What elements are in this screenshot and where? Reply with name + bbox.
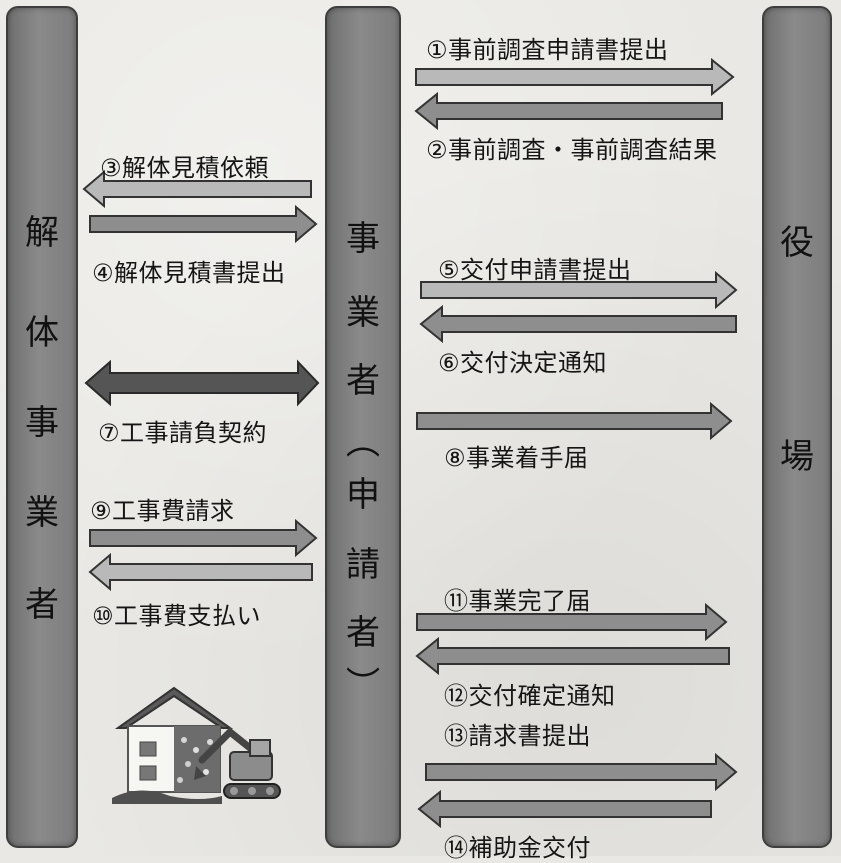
pillar-left-char-4: 業 — [25, 493, 59, 533]
pillar-mid-char-4: ︵ — [346, 423, 380, 463]
arrow-step-6 — [419, 304, 737, 344]
label-step-14: ⑭補助金交付 — [444, 834, 591, 862]
pillar-left-char-1: 解 — [25, 213, 59, 253]
pillar-left-char-5: 者 — [25, 585, 59, 625]
arrow-step-9 — [89, 518, 318, 558]
pillar-mid-char-8: ︶ — [346, 665, 380, 705]
label-step-3: ③解体見積依頼 — [100, 154, 270, 182]
pillar-left-char-3: 事 — [25, 403, 59, 443]
label-step-5: ⑤交付申請書提出 — [438, 256, 632, 284]
pillar-mid-char-5: 申 — [346, 475, 380, 515]
label-step-1: ①事前調査申請書提出 — [426, 36, 669, 64]
pillar-mid-char-6: 請 — [346, 545, 380, 585]
arrow-step-5 — [420, 270, 738, 310]
pillar-left-char-2: 体 — [25, 313, 59, 353]
house-demolition-icon — [112, 686, 281, 804]
label-step-11: ⑪事業完了届 — [444, 587, 591, 615]
label-step-8: ⑧事業着手届 — [444, 444, 589, 472]
label-step-10: ⑩工事費支払い — [92, 602, 262, 630]
arrow-step-2 — [414, 91, 723, 131]
pillar-right-char-1: 役 — [780, 223, 814, 263]
label-step-7: ⑦工事請負契約 — [98, 419, 268, 447]
label-step-13: ⑬請求書提出 — [444, 722, 591, 750]
arrow-step-4 — [89, 204, 318, 244]
arrow-step-10 — [88, 552, 313, 592]
arrow-step-1 — [415, 57, 735, 97]
pillar-mid-char-2: 業 — [346, 293, 380, 333]
pillar-town-office: 役 場 — [762, 6, 832, 848]
arrow-step-12 — [415, 636, 730, 676]
label-step-9: ⑨工事費請求 — [90, 497, 235, 525]
arrow-step-13 — [425, 752, 738, 792]
label-step-6: ⑥交付決定通知 — [438, 349, 608, 377]
arrow-step-3 — [82, 169, 312, 209]
pillar-business-operator: 事 業 者 ︵ 申 請 者 ︶ — [325, 6, 401, 848]
arrow-step-11 — [416, 602, 728, 642]
pillar-demolition-contractor: 解 体 事 業 者 — [6, 6, 78, 848]
pillar-mid-char-7: 者 — [346, 613, 380, 653]
label-step-2: ②事前調査・事前調査結果 — [426, 136, 718, 164]
arrow-step-7 — [84, 359, 320, 407]
label-step-4: ④解体見積書提出 — [92, 259, 286, 287]
label-step-12: ⑫交付確定通知 — [444, 682, 616, 710]
arrow-step-8 — [416, 401, 733, 441]
pillar-mid-char-1: 事 — [346, 219, 380, 259]
pillar-right-char-2: 場 — [780, 437, 814, 477]
arrow-step-14 — [417, 789, 712, 829]
pillar-mid-char-3: 者 — [346, 361, 380, 401]
